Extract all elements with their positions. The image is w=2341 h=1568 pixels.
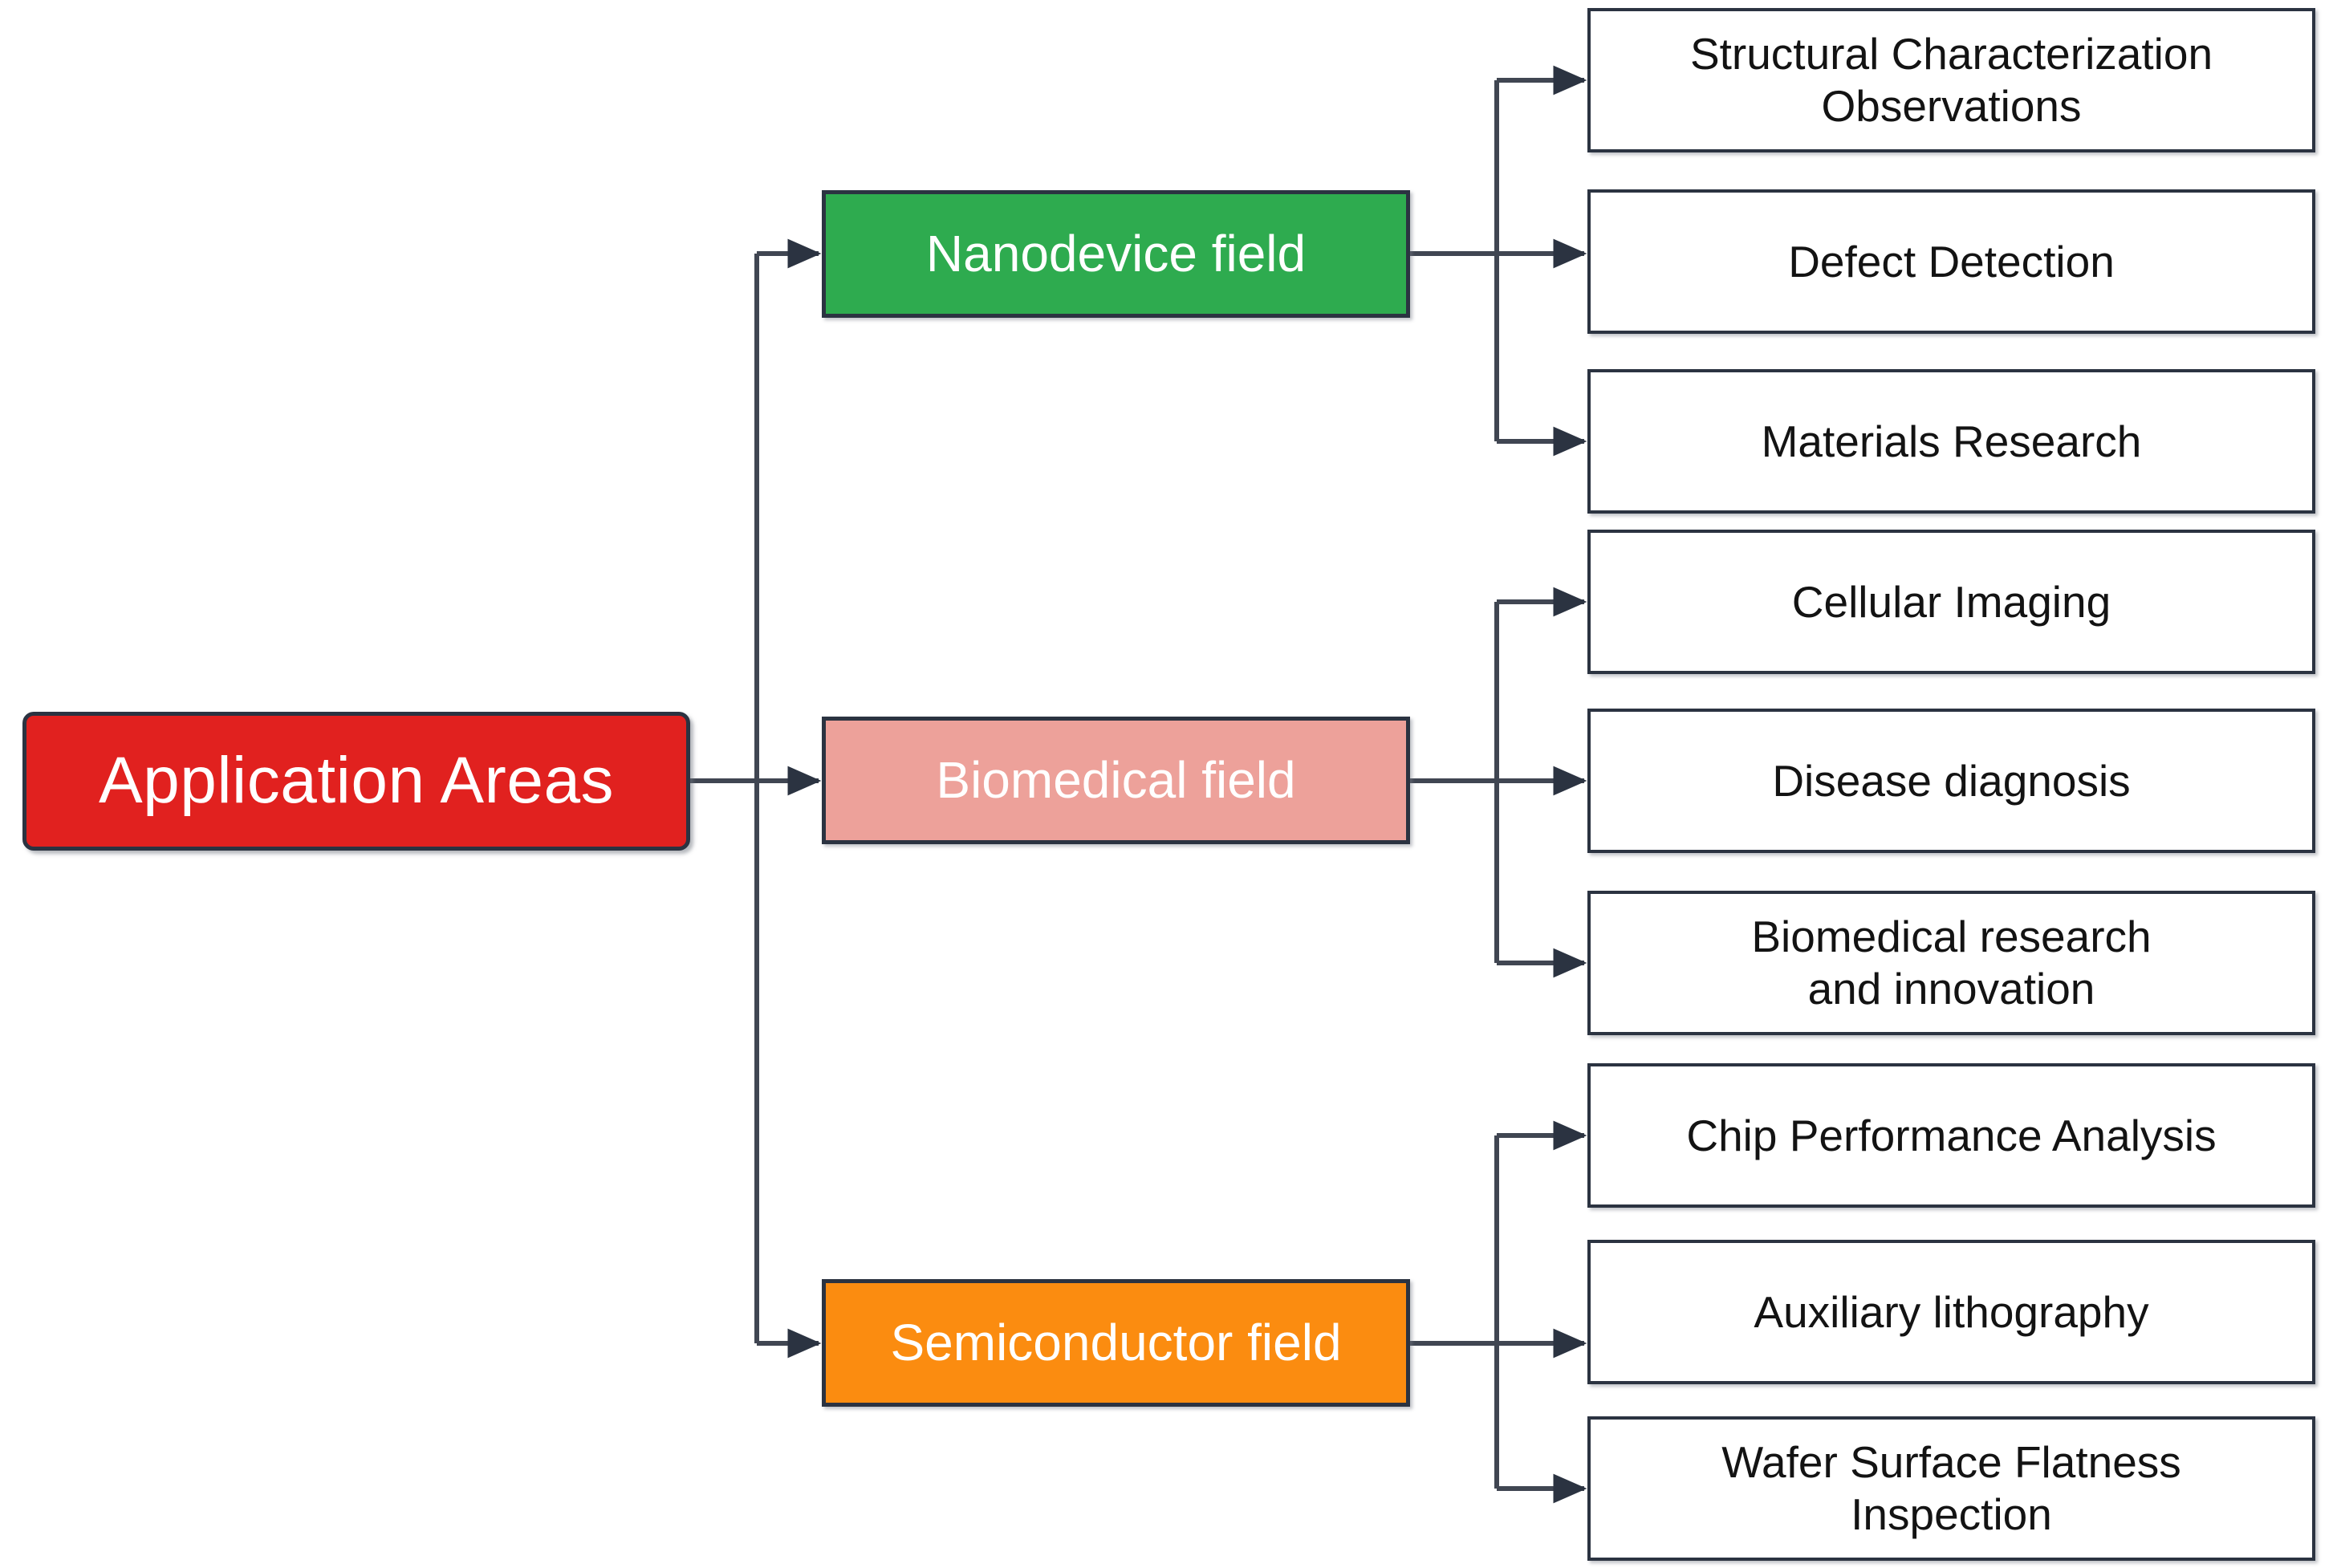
leaf-node-cellular-imaging[interactable]: Cellular Imaging [1587,530,2315,674]
branch-node-label: Biomedical field [936,750,1296,809]
leaf-node-label: Biomedical research and innovation [1751,912,2152,1014]
leaf-node-label: Chip Performance Analysis [1686,1110,2217,1160]
leaf-node-structural-characterization-observations[interactable]: Structural Characterization Observations [1587,8,2315,152]
leaf-node-chip-performance-analysis[interactable]: Chip Performance Analysis [1587,1063,2315,1208]
root-node-label: Application Areas [98,744,615,818]
leaf-node-defect-detection[interactable]: Defect Detection [1587,189,2315,334]
leaf-node-label: Auxiliary lithography [1754,1286,2149,1337]
leaf-node-label: Wafer Surface Flatness Inspection [1721,1437,2181,1539]
leaf-node-label: Structural Characterization Observations [1689,29,2213,131]
branch-node-biomedical[interactable]: Biomedical field [822,717,1410,844]
branch-node-label: Semiconductor field [890,1313,1342,1371]
leaf-node-biomedical-research-and-innovation[interactable]: Biomedical research and innovation [1587,891,2315,1035]
leaf-node-wafer-surface-flatness-inspection[interactable]: Wafer Surface Flatness Inspection [1587,1416,2315,1561]
leaf-node-label: Cellular Imaging [1791,576,2111,627]
leaf-node-disease-diagnosis[interactable]: Disease diagnosis [1587,709,2315,853]
leaf-node-materials-research[interactable]: Materials Research [1587,369,2315,514]
leaf-node-label: Materials Research [1761,416,2142,466]
branch-node-label: Nanodevice field [925,224,1307,282]
root-node-application-areas[interactable]: Application Areas [22,712,690,851]
branch-node-nanodevice[interactable]: Nanodevice field [822,190,1410,318]
leaf-node-label: Disease diagnosis [1772,755,2131,806]
branch-node-semiconductor[interactable]: Semiconductor field [822,1279,1410,1407]
leaf-node-auxiliary-lithography[interactable]: Auxiliary lithography [1587,1240,2315,1384]
leaf-node-label: Defect Detection [1788,236,2115,286]
